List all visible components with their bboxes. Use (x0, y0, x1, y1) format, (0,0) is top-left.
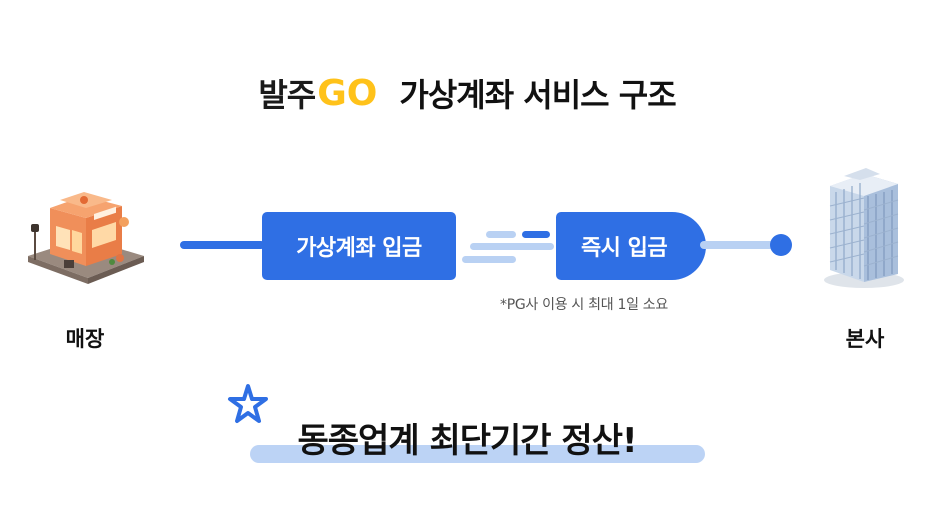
speed-dash (470, 243, 554, 250)
slogan: 동종업계 최단기간 정산! (297, 421, 638, 461)
step-1-label: 가상계좌 입금 (296, 236, 422, 261)
store-building-icon (20, 178, 150, 288)
flow-line-start (180, 241, 265, 249)
page-title: 발주 GO 가상계좌 서비스 구조 (0, 70, 934, 116)
logo-korean-text: 발주 (258, 76, 316, 114)
slogan-underline (250, 445, 705, 463)
logo-go-text: GO (317, 72, 378, 114)
step-instant-deposit: 즉시 입금 (556, 212, 706, 280)
step-2-label: 즉시 입금 (580, 236, 668, 261)
pg-note: *PG사 이용 시 최대 1일 소요 (500, 297, 668, 313)
step-virtual-account-deposit: 가상계좌 입금 (262, 212, 456, 280)
brand-logo: 발주 GO (258, 70, 377, 116)
hq-label: 본사 (845, 327, 885, 351)
title-text: 가상계좌 서비스 구조 (399, 76, 676, 114)
speed-dash (522, 231, 550, 238)
flow-line-end (700, 241, 780, 249)
speed-dash (462, 256, 516, 263)
flow-endpoint-dot (770, 234, 792, 256)
speed-dash (486, 231, 516, 238)
office-tower-icon (816, 162, 912, 292)
store-label: 매장 (65, 327, 105, 351)
star-sparkle-icon (224, 382, 272, 426)
